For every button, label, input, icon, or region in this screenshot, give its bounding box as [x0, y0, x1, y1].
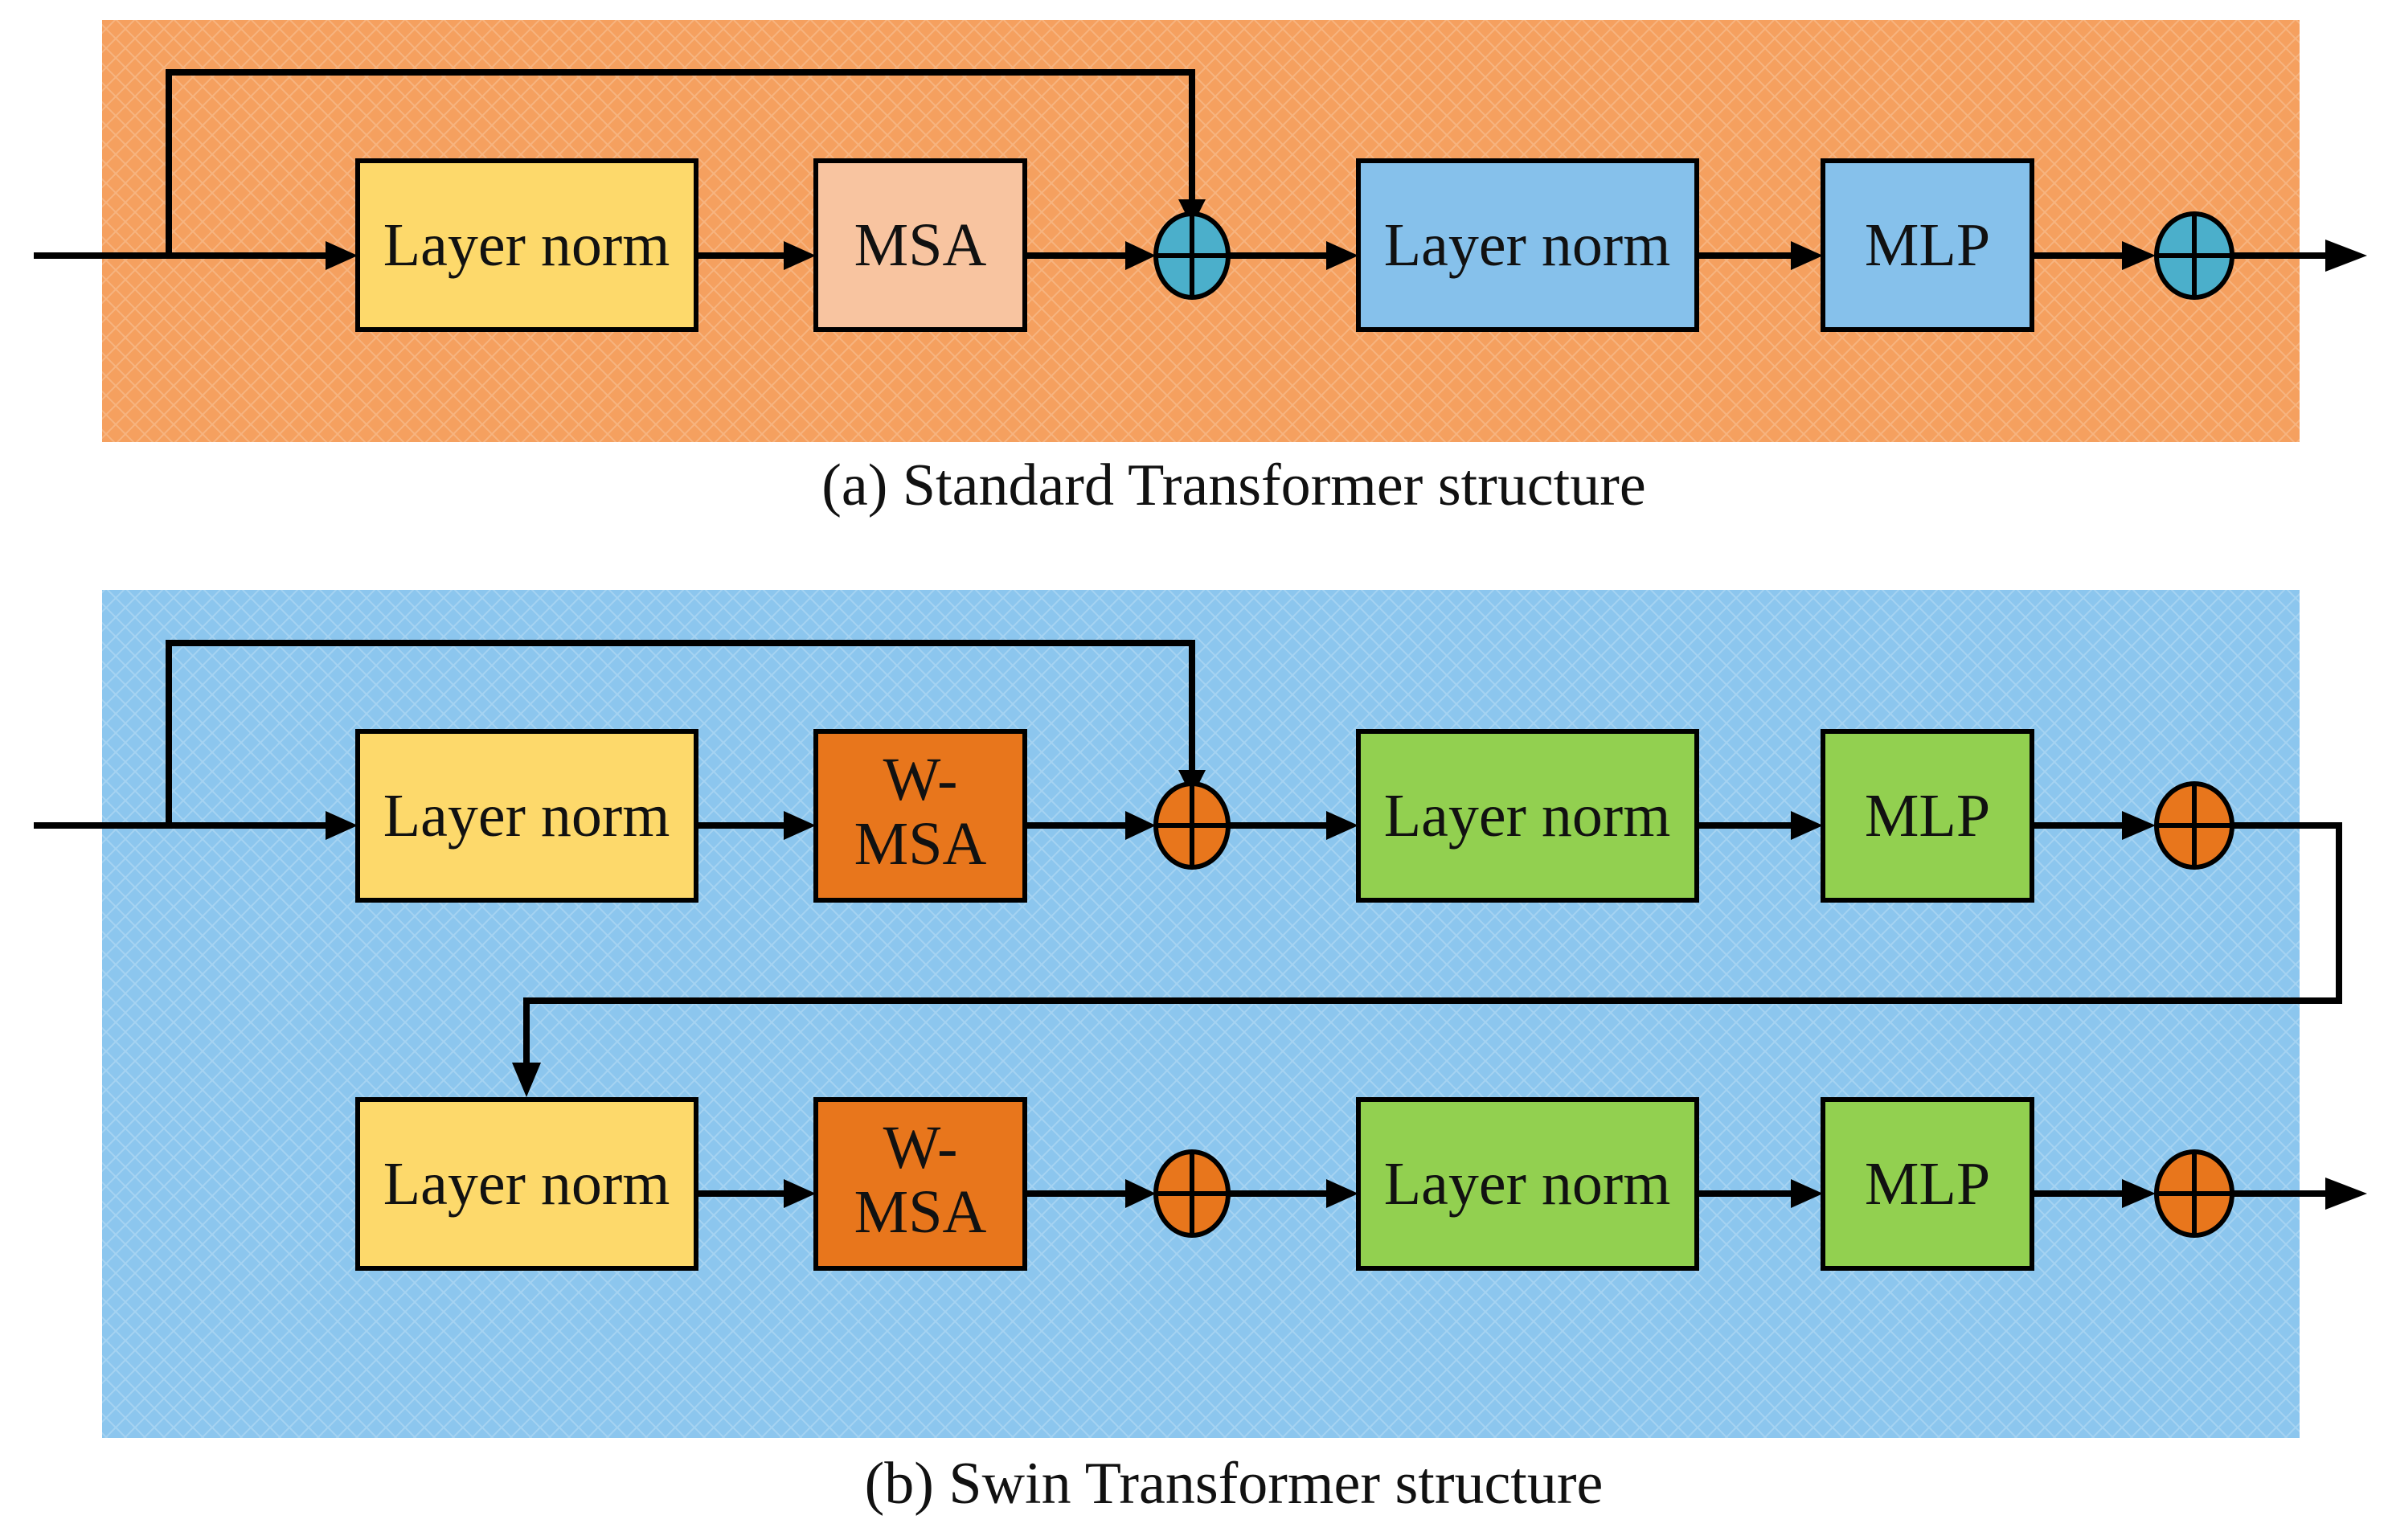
panel-b-row2-mlp-label: MLP: [1865, 1150, 1990, 1218]
panel-b-row1-arrow-into-sum-1: [1125, 811, 1156, 840]
panel-a-arrow-into-msa: [784, 241, 816, 270]
panel-b-row1-layer-norm-1-label: Layer norm: [383, 782, 670, 850]
panel-b-skip-connection: [166, 640, 1195, 825]
panel-b-row1-mlp-box: [1821, 729, 2034, 903]
panel-b-row2-arrow-into-sum-2: [2122, 1179, 2156, 1208]
panel-b-row2-layer-norm-1-box: [355, 1097, 698, 1271]
panel-a-layer-norm-1-box: [355, 158, 698, 332]
panel-b-row1-arrow-into-mlp: [1791, 811, 1823, 840]
panel-b-row1-layer-norm-2-box: [1356, 729, 1699, 903]
panel-b-row2-wmsa-label-line2: MSA: [854, 1178, 987, 1246]
panel-a-msa-label: MSA: [854, 211, 987, 279]
panel-a-sum-node-2: [2154, 211, 2234, 300]
panel-a-layer-norm-1-label: Layer norm: [383, 211, 670, 279]
panel-b-row2-layer-norm-2-box: [1356, 1097, 1699, 1271]
panel-b-row2-arrow-into-mlp: [1791, 1179, 1823, 1208]
panel-a-sum-node-1: [1153, 211, 1231, 300]
panel-a-output-arrowhead: [2325, 240, 2367, 272]
panel-b-row-connector: [523, 822, 2342, 1065]
panel-b-row2-arrow-into-sum-1: [1125, 1179, 1156, 1208]
panel-b-row1-wmsa-label-line1: W-: [883, 746, 958, 813]
panel-b-row-connector-arrowhead: [512, 1063, 541, 1097]
panel-a-skip-connection: [166, 69, 1195, 256]
panel-a-caption: (a) Standard Transformer structure: [821, 453, 1645, 518]
panel-a-layer-norm-2-box: [1356, 158, 1699, 332]
panel-b-background: [102, 590, 2300, 1438]
panel-a-mlp-label: MLP: [1865, 211, 1990, 279]
panel-a-arrow-into-layernorm-1: [326, 241, 358, 270]
panel-b-row1-arrow-into-sum-2: [2122, 811, 2156, 840]
panel-b-row2-arrow-into-layernorm-2: [1326, 1179, 1358, 1208]
panel-b-row1-arrow-into-wmsa: [784, 811, 816, 840]
panel-a: Layer norm MSA Layer norm MLP (a) S: [34, 20, 2367, 518]
panel-b-output-arrowhead: [2325, 1178, 2367, 1210]
panel-b-row1-wmsa-label-line2: MSA: [854, 810, 987, 878]
panel-b-arrow-into-layernorm-1: [326, 811, 358, 840]
panel-a-arrow-into-mlp: [1791, 241, 1823, 270]
panel-a-arrow-into-sum-2: [2122, 241, 2156, 270]
panel-b-row2-arrow-into-wmsa: [784, 1179, 816, 1208]
panel-b-row2-wmsa-label-line1: W-: [883, 1114, 958, 1182]
panel-b-row1-wmsa-box: [813, 729, 1027, 903]
panel-b-row1-layer-norm-2-label: Layer norm: [1384, 782, 1671, 850]
panel-a-arrow-into-sum-1: [1125, 241, 1156, 270]
panel-b-row1-sum-node-2: [2154, 781, 2234, 870]
panel-b-row1-sum-node-1: [1153, 781, 1231, 870]
panel-b-row2-layer-norm-2-label: Layer norm: [1384, 1150, 1671, 1218]
panel-b-row2-sum-node-1: [1153, 1149, 1231, 1238]
panel-b-row1-mlp-label: MLP: [1865, 782, 1990, 850]
panel-b-caption: (b) Swin Transformer structure: [865, 1451, 1604, 1517]
panel-a-mlp-box: [1821, 158, 2034, 332]
panel-b-row2-wmsa-box: [813, 1097, 1027, 1271]
panel-b-row2-layer-norm-1-label: Layer norm: [383, 1150, 670, 1218]
panel-a-layer-norm-2-label: Layer norm: [1384, 211, 1671, 279]
panel-b-row1-layer-norm-1-box: [355, 729, 698, 903]
panel-a-arrow-into-layernorm-2: [1326, 241, 1358, 270]
panel-b-row2-mlp-box: [1821, 1097, 2034, 1271]
panel-a-msa-box: [813, 158, 1027, 332]
panel-b-row2-sum-node-2: [2154, 1149, 2234, 1238]
panel-b-row1-arrow-into-layernorm-2: [1326, 811, 1358, 840]
panel-b: Layer norm W- MSA Layer norm MLP: [34, 590, 2367, 1517]
